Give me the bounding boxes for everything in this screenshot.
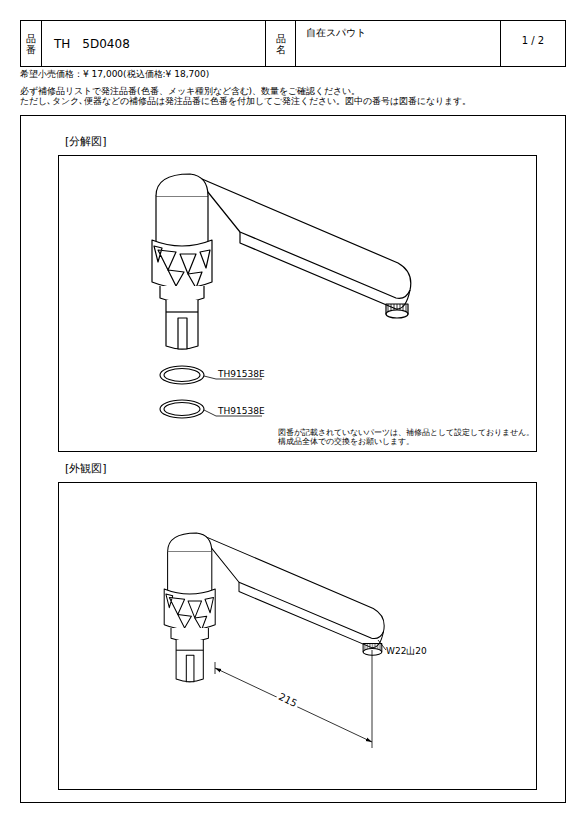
title-cell: 品番 — [20, 20, 42, 67]
part-number: TH91538E — [218, 369, 265, 380]
note-text: ただし､タンク､便器などの補修品は発注品番に色番を付加してご発注ください。図中の… — [20, 96, 471, 107]
part-number: W22山20 — [386, 646, 427, 657]
note-text: 図番が記載されていないパーツは、補修品として設定しておりません。構成品全体での交… — [278, 428, 536, 447]
view-panel: [分解図] — [58, 155, 537, 452]
title-cell: TH 5D0408 — [41, 20, 266, 67]
cell-text: 品名 — [276, 33, 286, 55]
dimension-value: 215 — [275, 690, 301, 711]
cell-text: 品番 — [26, 33, 36, 55]
title-cell: 1 / 2 — [500, 20, 566, 67]
view-panel: [外観図] — [58, 482, 537, 790]
cell-text: 自在スパウト — [306, 27, 366, 38]
view-heading: [外観図] — [65, 461, 107, 476]
cell-text: TH 5D0408 — [54, 37, 130, 51]
title-cell: 自在スパウト — [295, 20, 501, 67]
note-text: 希望小売価格：¥ 17,000(税込価格:¥ 18,700) — [20, 69, 209, 80]
title-cell: 品名 — [265, 20, 296, 67]
part-number: TH91538E — [218, 406, 265, 417]
view-heading: [分解図] — [65, 134, 107, 149]
note-text: 必ず補修品リストで発注品番(色番、メッキ種別など含む)、数量をご確認ください。 — [20, 86, 360, 97]
cell-text: 1 / 2 — [522, 35, 544, 46]
